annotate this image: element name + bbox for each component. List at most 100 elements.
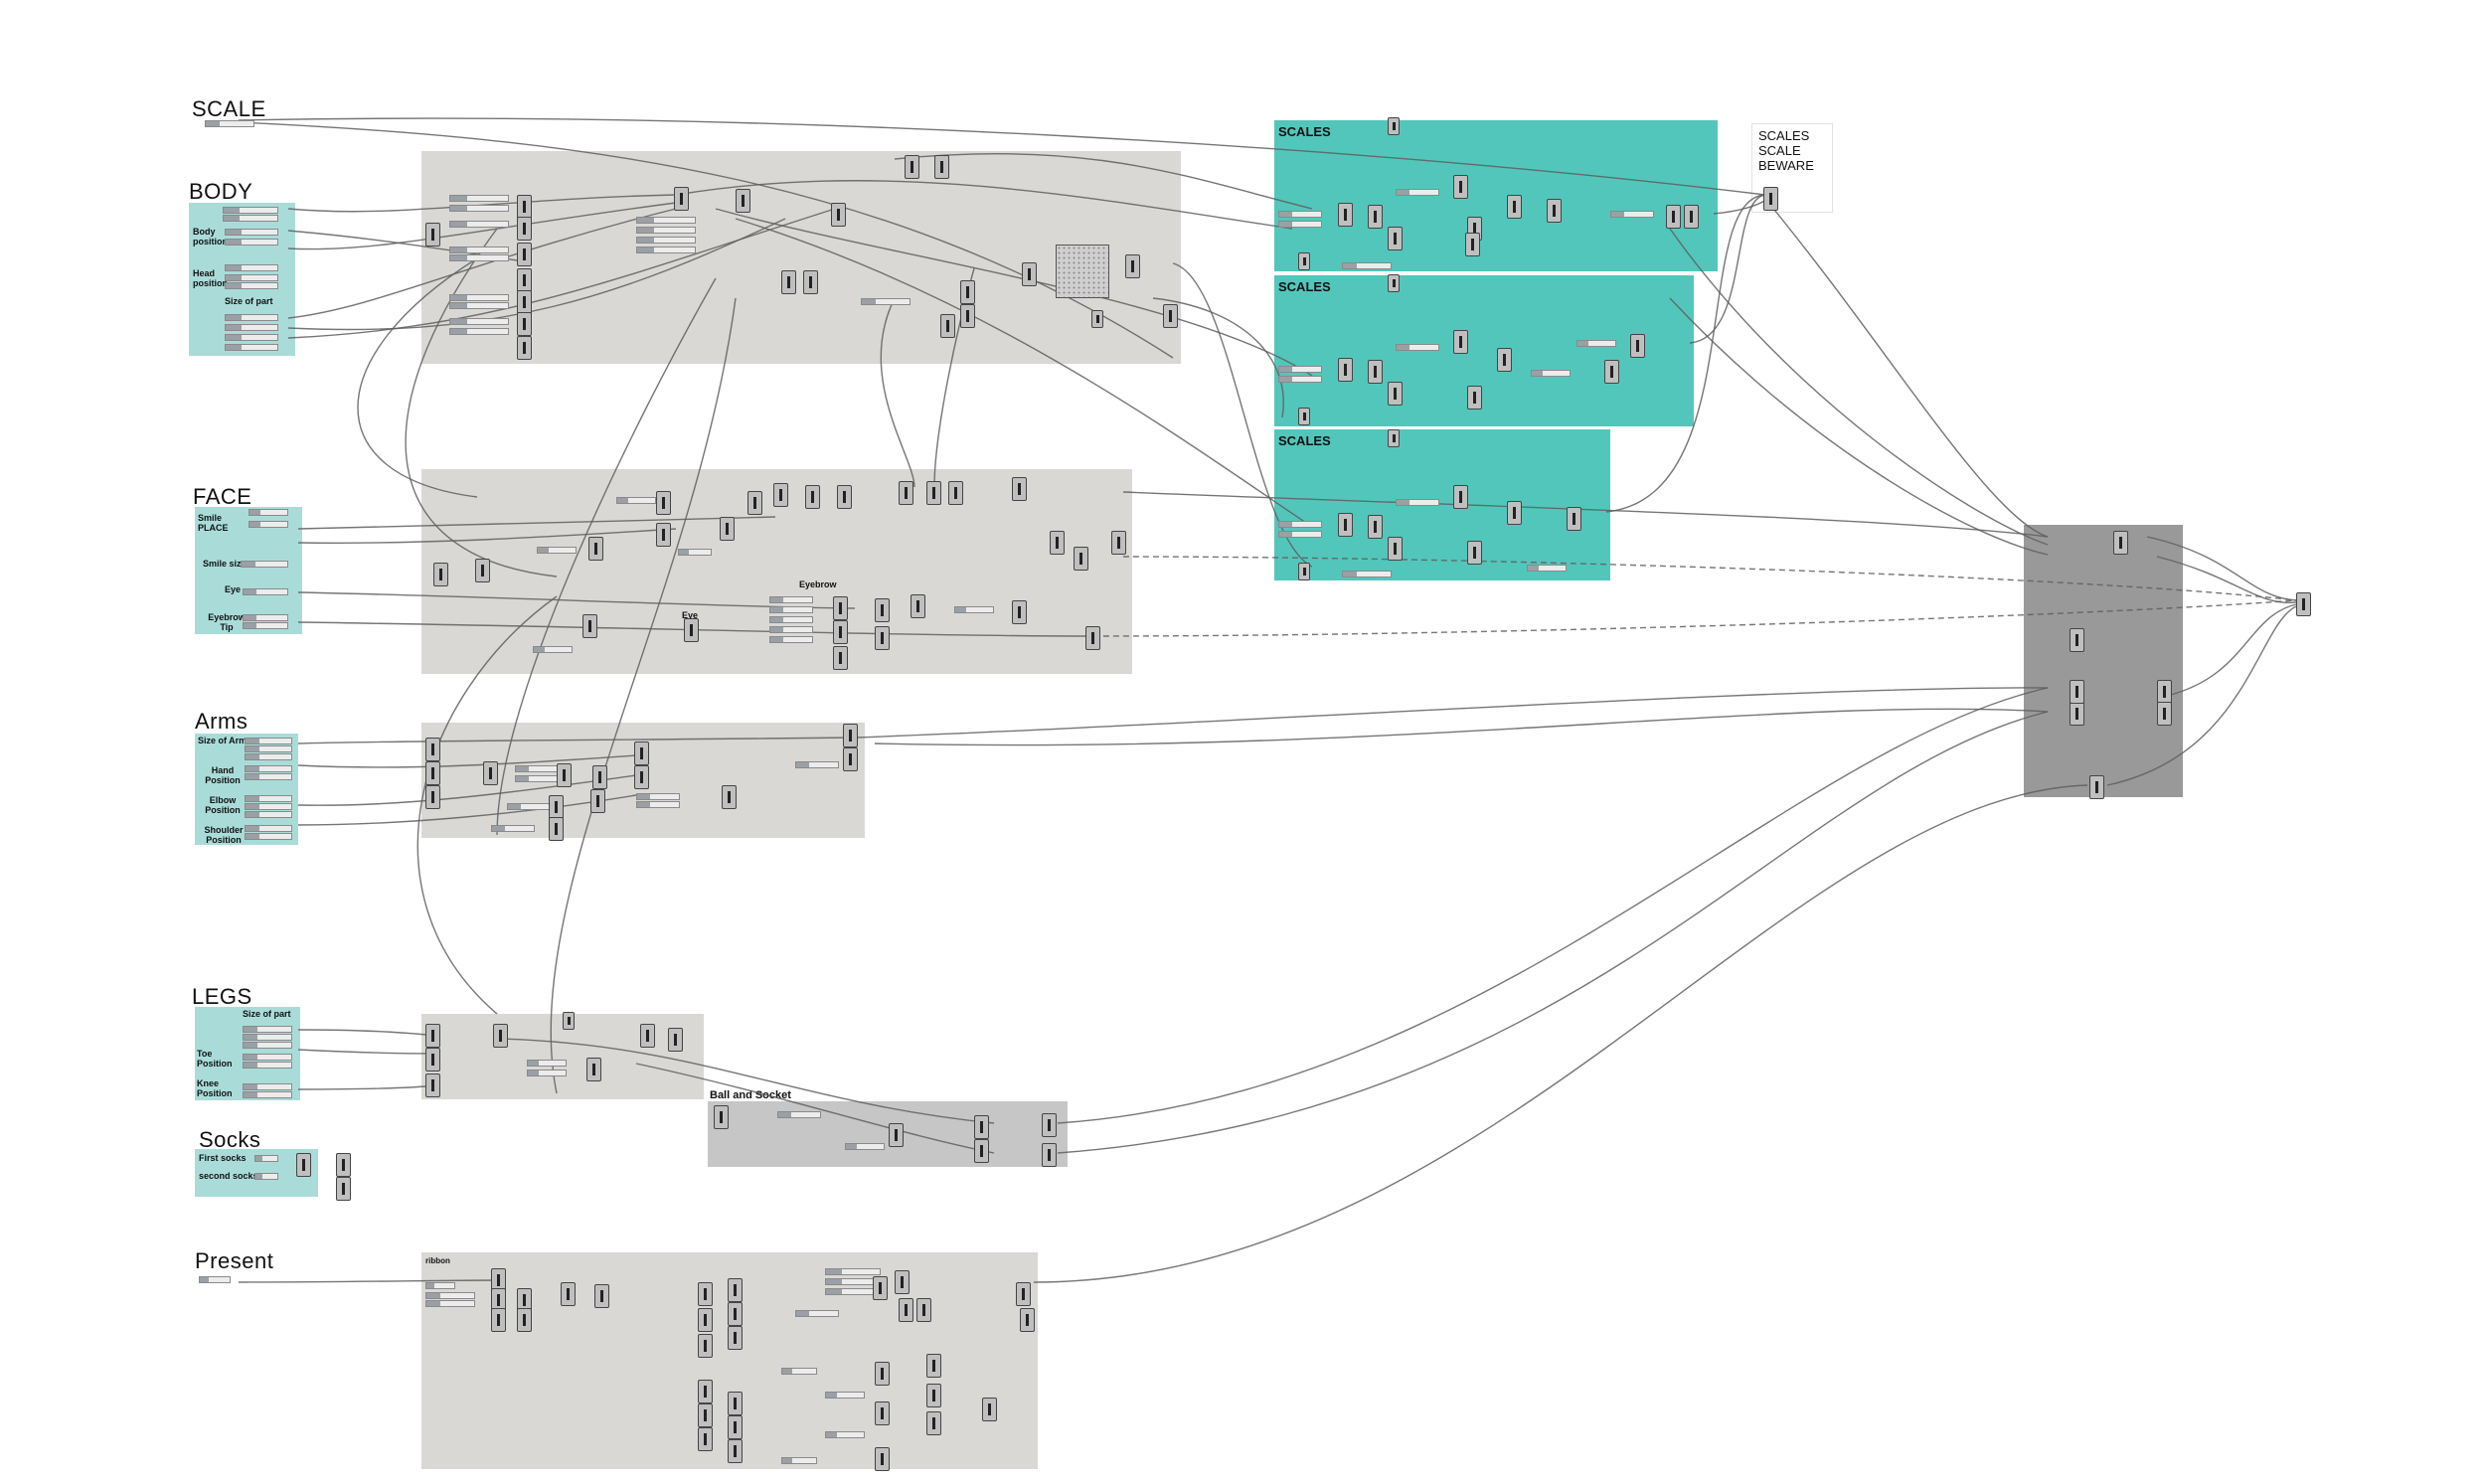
component-node[interactable]: [843, 747, 858, 771]
component-node[interactable]: [561, 1282, 576, 1306]
leg-slider[interactable]: [243, 1026, 292, 1033]
component-node[interactable]: [491, 1308, 506, 1332]
ball-and-socket-group[interactable]: Ball and Socket: [708, 1089, 1068, 1167]
face-group-slider[interactable]: [769, 596, 813, 603]
output-component[interactable]: [2296, 592, 2311, 616]
present-group-slider[interactable]: [825, 1268, 881, 1275]
arms-group-slider[interactable]: [636, 801, 680, 808]
component-node[interactable]: [875, 1402, 890, 1425]
component-node[interactable]: [1020, 1308, 1035, 1332]
component-node[interactable]: [1465, 233, 1480, 256]
arms-group-slider[interactable]: [515, 765, 559, 772]
component-node[interactable]: [843, 724, 858, 747]
component-node[interactable]: [1368, 515, 1383, 539]
component-node[interactable]: [1338, 513, 1353, 537]
body-slider[interactable]: [225, 274, 278, 281]
component-node[interactable]: [2070, 628, 2084, 652]
component-node[interactable]: [1388, 382, 1403, 406]
component-node[interactable]: [1507, 501, 1522, 525]
body-slider[interactable]: [225, 282, 278, 289]
component-node[interactable]: [1666, 205, 1681, 229]
component-node[interactable]: [586, 1058, 601, 1081]
body-slider[interactable]: [225, 264, 278, 271]
arm-slider[interactable]: [245, 773, 292, 780]
component-node[interactable]: [2089, 775, 2104, 799]
present-group-slider[interactable]: [825, 1392, 865, 1399]
body-group-slider[interactable]: [636, 217, 696, 224]
component-node[interactable]: [728, 1278, 743, 1302]
scales-slider[interactable]: [1278, 221, 1322, 228]
component-node[interactable]: [875, 598, 890, 622]
arms-group-slider[interactable]: [507, 803, 551, 810]
component-node[interactable]: [805, 485, 820, 509]
component-node[interactable]: [425, 1048, 440, 1072]
component-node[interactable]: [960, 280, 975, 304]
component-node[interactable]: [833, 596, 848, 620]
component-node[interactable]: [837, 485, 852, 509]
component-node[interactable]: [781, 270, 796, 294]
scales-slider[interactable]: [1342, 571, 1392, 577]
leg-slider[interactable]: [243, 1062, 292, 1069]
component-node[interactable]: [1091, 310, 1103, 328]
component-node[interactable]: [517, 243, 532, 266]
component-node[interactable]: [425, 1024, 440, 1048]
component-node[interactable]: [549, 795, 564, 819]
component-node[interactable]: [1111, 531, 1126, 555]
body-group-slider[interactable]: [449, 302, 509, 309]
component-node[interactable]: [773, 483, 788, 507]
present-group-slider[interactable]: [425, 1292, 475, 1299]
component-node[interactable]: [483, 761, 498, 785]
body-group-slider[interactable]: [449, 328, 509, 335]
arm-slider[interactable]: [245, 795, 292, 802]
component-node[interactable]: [1453, 485, 1468, 509]
component-node[interactable]: [668, 1028, 683, 1052]
component-node[interactable]: [1016, 1282, 1031, 1306]
grid-preview-component[interactable]: [1056, 245, 1109, 298]
face-group-slider[interactable]: [769, 616, 813, 623]
component-node[interactable]: [698, 1334, 713, 1358]
component-node[interactable]: [899, 481, 913, 505]
component-node[interactable]: [425, 1073, 440, 1097]
legs-group-slider[interactable]: [527, 1060, 567, 1067]
component-node[interactable]: [899, 1298, 913, 1322]
component-node[interactable]: [698, 1282, 713, 1306]
component-node[interactable]: [875, 626, 890, 650]
component-node[interactable]: [1042, 1113, 1057, 1137]
component-node[interactable]: [1163, 304, 1178, 328]
arm-slider[interactable]: [245, 825, 292, 832]
arm-slider[interactable]: [245, 833, 292, 840]
scales-slider[interactable]: [1278, 366, 1322, 373]
component-node[interactable]: [656, 523, 671, 547]
component-node[interactable]: [698, 1403, 713, 1427]
component-node[interactable]: [582, 614, 597, 638]
component-node[interactable]: [557, 763, 572, 787]
arm-slider[interactable]: [245, 745, 292, 752]
present-group-slider[interactable]: [825, 1431, 865, 1438]
face-slider[interactable]: [248, 509, 288, 516]
leg-slider[interactable]: [243, 1042, 292, 1049]
face-input-panel[interactable]: [195, 507, 302, 634]
component-node[interactable]: [640, 1024, 655, 1048]
component-node[interactable]: [549, 817, 564, 841]
component-node[interactable]: [833, 646, 848, 670]
socks-slider[interactable]: [254, 1173, 278, 1180]
face-group-slider[interactable]: [954, 606, 994, 613]
scales-slider[interactable]: [1278, 376, 1322, 383]
scales-slider[interactable]: [1527, 565, 1567, 572]
component-node[interactable]: [674, 187, 689, 211]
component-node[interactable]: [982, 1398, 997, 1421]
face-group-slider[interactable]: [533, 646, 573, 653]
ball-socket-slider[interactable]: [845, 1143, 885, 1150]
component-node[interactable]: [960, 304, 975, 328]
scales-slider[interactable]: [1278, 211, 1322, 218]
face-group-slider[interactable]: [678, 549, 712, 556]
component-node[interactable]: [1467, 541, 1482, 565]
component-node[interactable]: [2070, 680, 2084, 704]
present-group-slider[interactable]: [781, 1368, 817, 1375]
component-node[interactable]: [517, 336, 532, 360]
scale-slider[interactable]: [205, 120, 254, 127]
component-node[interactable]: [1507, 195, 1522, 219]
component-node[interactable]: [296, 1153, 311, 1177]
scales-group-1[interactable]: SCALES: [1274, 120, 1718, 271]
